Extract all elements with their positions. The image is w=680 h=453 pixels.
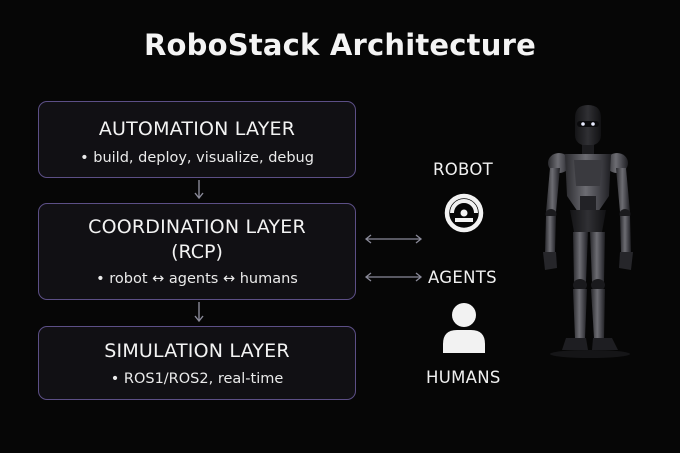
- rcp-logo-icon: [444, 193, 484, 233]
- bidirectional-arrow-robot: [364, 234, 423, 244]
- coordination-layer-title: COORDINATION LAYER: [88, 216, 306, 238]
- coordination-layer-subtitle: (RCP): [171, 241, 223, 263]
- person-icon: [443, 303, 485, 353]
- coordination-layer-bullet: robot ↔ agents ↔ humans: [39, 271, 355, 287]
- automation-layer-title: AUTOMATION LAYER: [98, 118, 296, 140]
- simulation-layer-bullet: ROS1/ROS2, real-time: [39, 371, 355, 387]
- arrow-automation-to-coordination: [194, 180, 204, 200]
- diagram-title: RoboStack Architecture: [144, 28, 536, 62]
- coordination-layer-box: COORDINATION LAYER (RCP) robot ↔ agents …: [38, 203, 356, 300]
- agents-label: AGENTS: [428, 268, 497, 287]
- bidirectional-arrow-agents: [364, 272, 423, 282]
- automation-layer-bullet: build, deploy, visualize, debug: [39, 150, 355, 166]
- simulation-layer-box: SIMULATION LAYER ROS1/ROS2, real-time: [38, 326, 356, 400]
- humans-label: HUMANS: [426, 368, 501, 387]
- robot-label: ROBOT: [433, 160, 494, 179]
- humanoid-robot-illustration: [543, 105, 633, 358]
- simulation-layer-title: SIMULATION LAYER: [104, 340, 290, 362]
- automation-layer-box: AUTOMATION LAYER build, deploy, visualiz…: [38, 101, 356, 178]
- arrow-coordination-to-simulation: [194, 302, 204, 323]
